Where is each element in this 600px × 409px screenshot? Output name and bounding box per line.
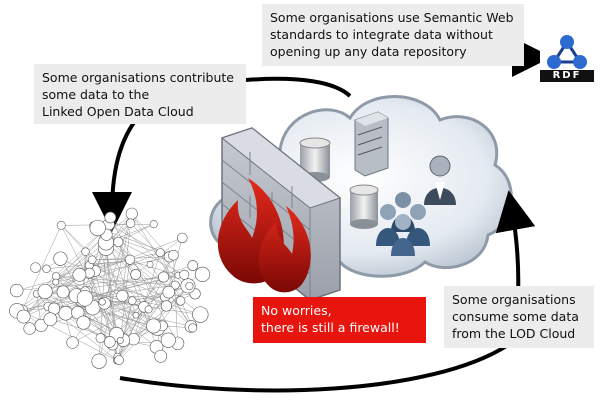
lod-node <box>149 220 158 229</box>
server-icon <box>354 111 389 177</box>
lod-link <box>89 264 166 298</box>
lod-link <box>23 234 107 317</box>
lod-node <box>76 315 91 330</box>
lod-node <box>130 269 142 280</box>
lod-link <box>133 252 161 340</box>
lod-node <box>158 271 170 283</box>
lod-node <box>179 269 190 280</box>
lod-node <box>81 247 90 256</box>
firewall-warning-label: No worries, there is still a firewall! <box>253 297 426 343</box>
lod-node <box>146 260 154 268</box>
lod-cloud-diagram <box>9 207 211 369</box>
lod-node <box>144 305 153 314</box>
lod-node <box>42 264 51 273</box>
lod-node <box>155 248 165 258</box>
lod-node <box>56 285 70 299</box>
lod-link <box>94 270 137 316</box>
lod-link <box>133 285 190 340</box>
lod-link <box>62 252 161 293</box>
lod-node <box>66 336 79 349</box>
lod-link <box>132 300 167 307</box>
lod-node <box>170 280 180 290</box>
lod-node <box>43 312 58 327</box>
lod-node <box>37 283 53 299</box>
lod-link <box>159 252 193 328</box>
lod-node <box>52 278 60 286</box>
lod-node <box>187 260 199 271</box>
lod-node <box>116 289 129 302</box>
callout-contribute: Some organisations contribute some data … <box>34 64 246 124</box>
lod-node <box>160 300 173 312</box>
database-icon <box>349 184 379 229</box>
lod-node <box>194 266 211 283</box>
lod-link <box>21 225 62 311</box>
lod-node <box>124 254 136 265</box>
lod-link <box>120 255 174 341</box>
lod-node <box>56 220 66 230</box>
lod-node <box>114 355 124 365</box>
lod-node <box>76 290 94 307</box>
lod-node <box>125 207 138 220</box>
lod-node <box>16 309 31 324</box>
lod-node <box>154 349 168 363</box>
lod-link <box>108 224 161 253</box>
lod-link <box>29 274 80 329</box>
lod-node <box>72 267 87 282</box>
lod-node <box>95 333 106 343</box>
arrow-to-cloud <box>119 190 536 393</box>
user-group-icon <box>376 192 430 256</box>
lod-link <box>105 242 192 327</box>
lod-node <box>98 298 106 306</box>
lod-link <box>89 260 130 266</box>
connector-line <box>245 76 352 98</box>
callout-consume: Some organisations consume some data fro… <box>444 286 594 348</box>
lod-node <box>58 306 73 321</box>
lod-link <box>85 291 157 348</box>
lod-link <box>61 225 149 310</box>
lod-node <box>127 296 137 305</box>
lod-node <box>168 249 179 261</box>
lod-node <box>185 281 194 291</box>
lod-node <box>87 255 97 265</box>
lod-node <box>116 337 124 344</box>
lod-node <box>146 318 162 334</box>
lod-link <box>79 274 201 315</box>
lod-node <box>103 336 116 348</box>
lod-node <box>113 236 124 247</box>
lod-link <box>116 300 133 361</box>
user-icon <box>424 155 456 205</box>
lod-link <box>105 242 117 335</box>
lod-node <box>30 262 41 273</box>
lod-node <box>192 306 209 323</box>
lod-node <box>89 219 106 237</box>
lod-node <box>23 322 36 335</box>
lod-node <box>104 211 117 224</box>
flame-icon <box>217 178 311 293</box>
lod-node <box>132 311 140 319</box>
lod-node <box>10 283 24 298</box>
lod-link <box>118 241 167 307</box>
rdf-logo-text: RDF <box>540 70 594 82</box>
lod-node <box>177 232 188 244</box>
lod-link <box>117 306 145 358</box>
lod-node <box>125 218 136 228</box>
lod-node <box>175 296 186 306</box>
lod-link <box>60 225 117 335</box>
lod-node <box>160 332 176 348</box>
callout-semantic-web: Some organisations use Semantic Web stan… <box>262 4 524 66</box>
lod-node <box>188 323 198 333</box>
lod-node <box>162 285 175 299</box>
lod-link <box>45 237 183 292</box>
lod-node <box>91 353 107 369</box>
lod-node <box>53 251 68 266</box>
